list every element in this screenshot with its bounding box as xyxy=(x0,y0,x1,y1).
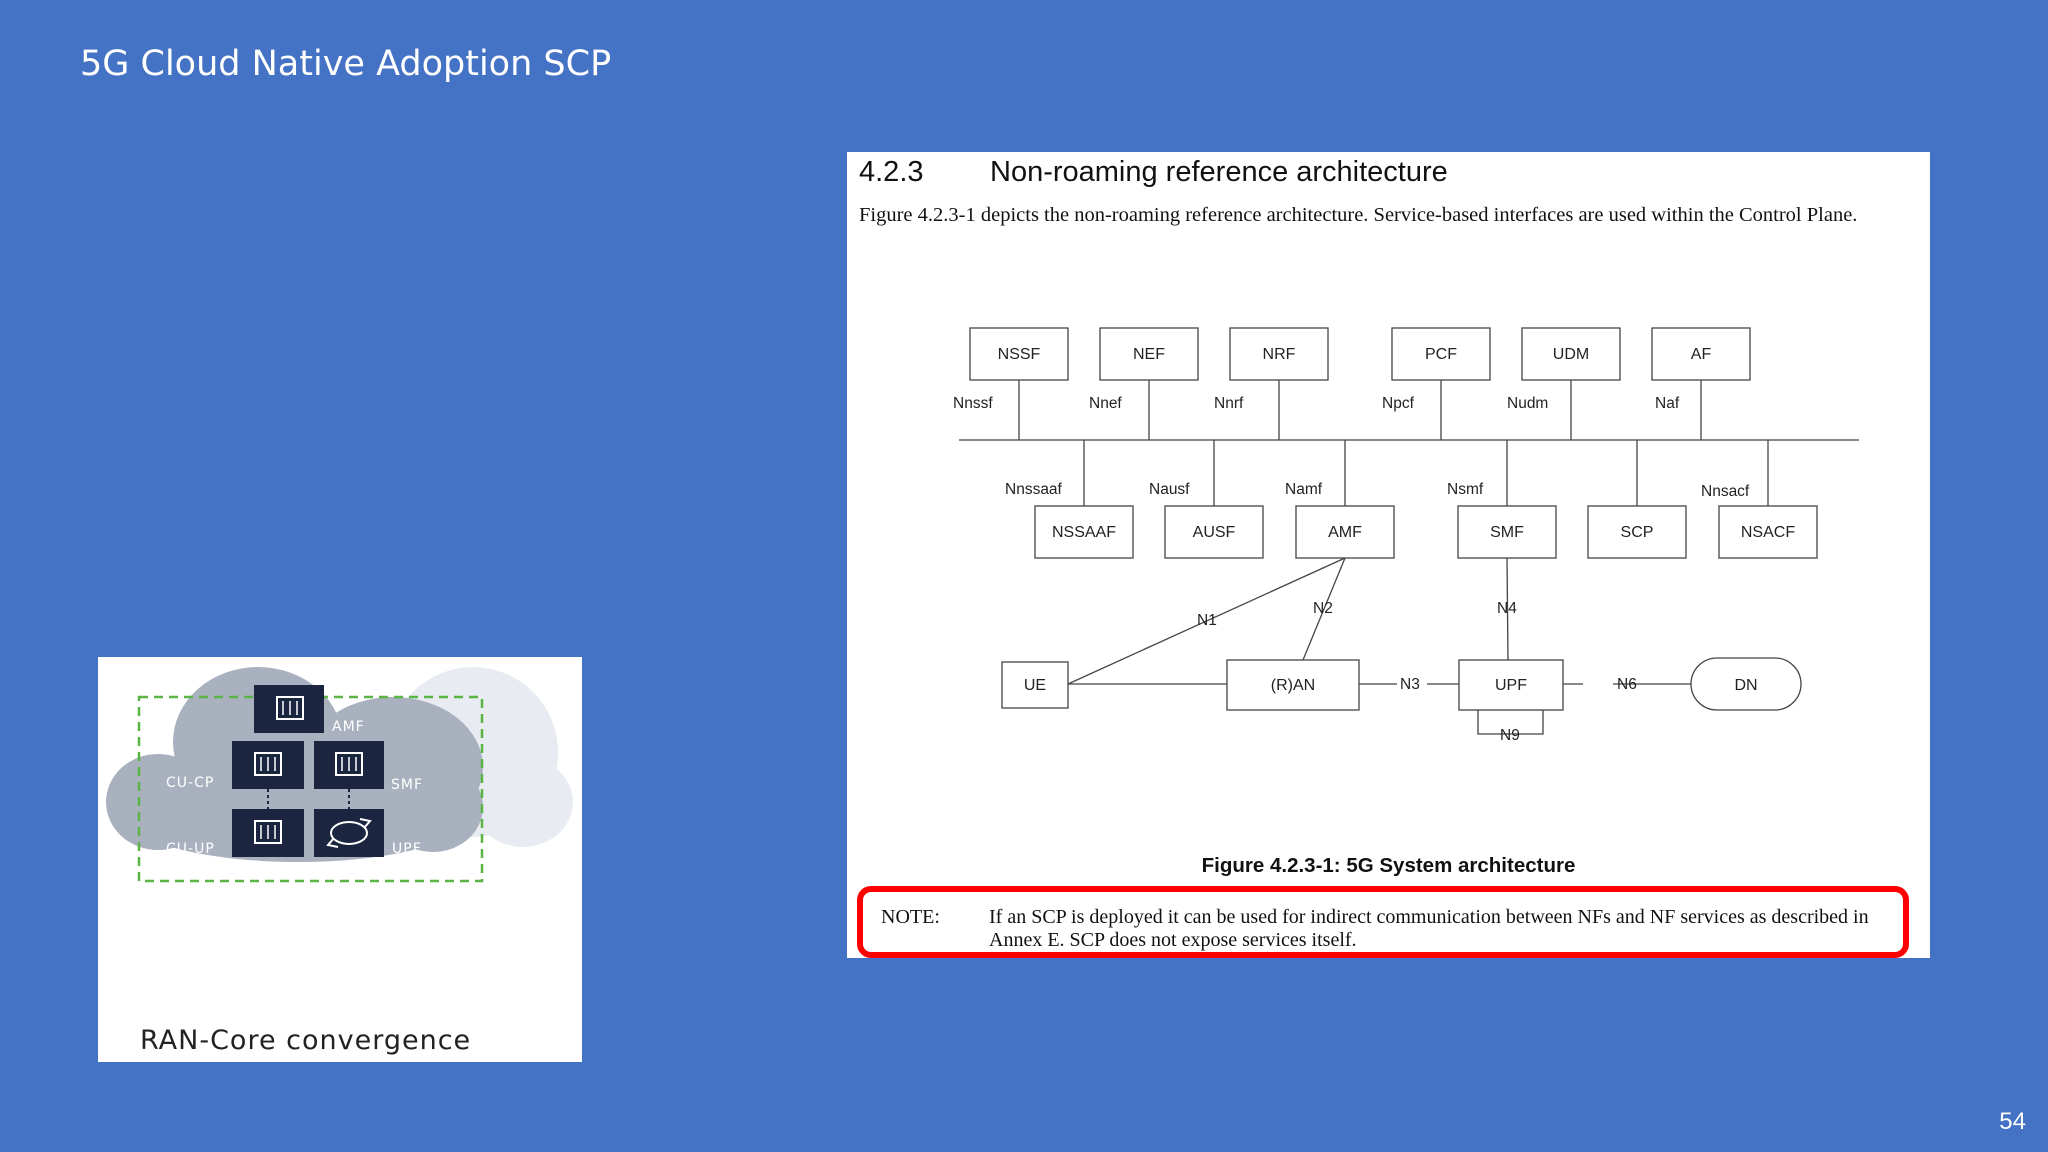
if-nnssaaf: Nnssaaf xyxy=(1005,481,1063,498)
svg-text:NSACF: NSACF xyxy=(1741,524,1795,541)
svg-text:AF: AF xyxy=(1691,346,1712,363)
ran-core-caption: RAN-Core convergence xyxy=(140,1025,472,1056)
amf-label: AMF xyxy=(332,719,365,735)
ran-core-illustration: AMF CU-CP SMF CU-UP UPF xyxy=(106,667,573,883)
node-ausf: AUSF xyxy=(1164,505,1264,559)
node-nrf: NRF xyxy=(1229,327,1329,381)
node-ue: UE xyxy=(1001,661,1069,709)
svg-text:SMF: SMF xyxy=(1490,524,1524,541)
if-namf: Namf xyxy=(1285,481,1323,498)
upf-label: UPF xyxy=(392,841,422,857)
svg-text:UPF: UPF xyxy=(1495,677,1527,694)
cu-cp-server-icon xyxy=(232,741,304,789)
svg-text:SCP: SCP xyxy=(1621,524,1654,541)
if-n4: N4 xyxy=(1497,600,1517,617)
smf-label: SMF xyxy=(391,777,423,793)
if-nnssf: Nnssf xyxy=(953,395,993,412)
if-nsmf: Nsmf xyxy=(1447,481,1484,498)
node-upf: UPF xyxy=(1458,659,1564,711)
if-nausf: Nausf xyxy=(1149,481,1190,498)
if-naf: Naf xyxy=(1655,395,1680,412)
amf-server-icon xyxy=(254,685,324,733)
node-nssf: NSSF xyxy=(969,327,1069,381)
figure-caption: Figure 4.2.3-1: 5G System architecture xyxy=(1201,854,1576,877)
slide-title: 5G Cloud Native Adoption SCP xyxy=(80,44,612,84)
cu-up-label: CU-UP xyxy=(166,841,215,857)
svg-text:(R)AN: (R)AN xyxy=(1271,677,1315,694)
node-scp: SCP xyxy=(1587,505,1687,559)
node-amf: AMF xyxy=(1295,505,1395,559)
node-nef: NEF xyxy=(1099,327,1199,381)
svg-text:AUSF: AUSF xyxy=(1193,524,1236,541)
if-n9: N9 xyxy=(1500,727,1520,744)
intro-paragraph: Figure 4.2.3-1 depicts the non-roaming r… xyxy=(859,204,1858,226)
spec-excerpt: 4.2.3 Non-roaming reference architecture… xyxy=(847,152,1930,958)
upf-router-icon xyxy=(314,809,384,857)
node-af: AF xyxy=(1651,327,1751,381)
clause-title: Non-roaming reference architecture xyxy=(990,156,1448,188)
if-nnrf: Nnrf xyxy=(1214,395,1244,412)
background-cloud-2 xyxy=(473,757,573,847)
if-n1: N1 xyxy=(1197,612,1217,629)
node-dn: DN xyxy=(1690,657,1802,711)
svg-text:NRF: NRF xyxy=(1263,346,1296,363)
if-n3: N3 xyxy=(1400,676,1420,693)
svg-text:DN: DN xyxy=(1734,677,1757,694)
cu-up-server-icon xyxy=(232,809,304,857)
node-ran: (R)AN xyxy=(1226,659,1360,711)
node-pcf: PCF xyxy=(1391,327,1491,381)
svg-text:UE: UE xyxy=(1024,677,1046,694)
node-nsacf: NSACF xyxy=(1718,505,1818,559)
svg-text:NSSAAF: NSSAAF xyxy=(1052,524,1116,541)
svg-text:NSSF: NSSF xyxy=(998,346,1041,363)
5g-architecture-diagram: NSSF NEF NRF PCF UDM AF Nnssf Nnef Nnrf … xyxy=(953,327,1859,744)
if-nnef: Nnef xyxy=(1089,395,1122,412)
if-nudm: Nudm xyxy=(1507,395,1548,412)
if-n6: N6 xyxy=(1617,676,1637,693)
node-smf: SMF xyxy=(1457,505,1557,559)
clause-number: 4.2.3 xyxy=(859,156,924,188)
if-nnsacf: Nnsacf xyxy=(1701,483,1750,500)
note-text: If an SCP is deployed it can be used for… xyxy=(989,906,1869,951)
if-npcf: Npcf xyxy=(1382,395,1415,412)
svg-text:AMF: AMF xyxy=(1328,524,1362,541)
svg-text:PCF: PCF xyxy=(1425,346,1457,363)
note-label: NOTE: xyxy=(881,906,940,928)
cu-cp-label: CU-CP xyxy=(166,775,214,791)
smf-server-icon xyxy=(314,741,384,789)
svg-text:UDM: UDM xyxy=(1553,346,1589,363)
if-n2: N2 xyxy=(1313,600,1333,617)
note-highlight-box xyxy=(857,886,1909,958)
svg-text:NEF: NEF xyxy=(1133,346,1165,363)
ran-core-convergence-image: AMF CU-CP SMF CU-UP UPF RAN-Core converg… xyxy=(98,657,582,1062)
page-number: 54 xyxy=(1999,1108,2026,1135)
node-nssaaf: NSSAAF xyxy=(1034,505,1134,559)
node-udm: UDM xyxy=(1521,327,1621,381)
